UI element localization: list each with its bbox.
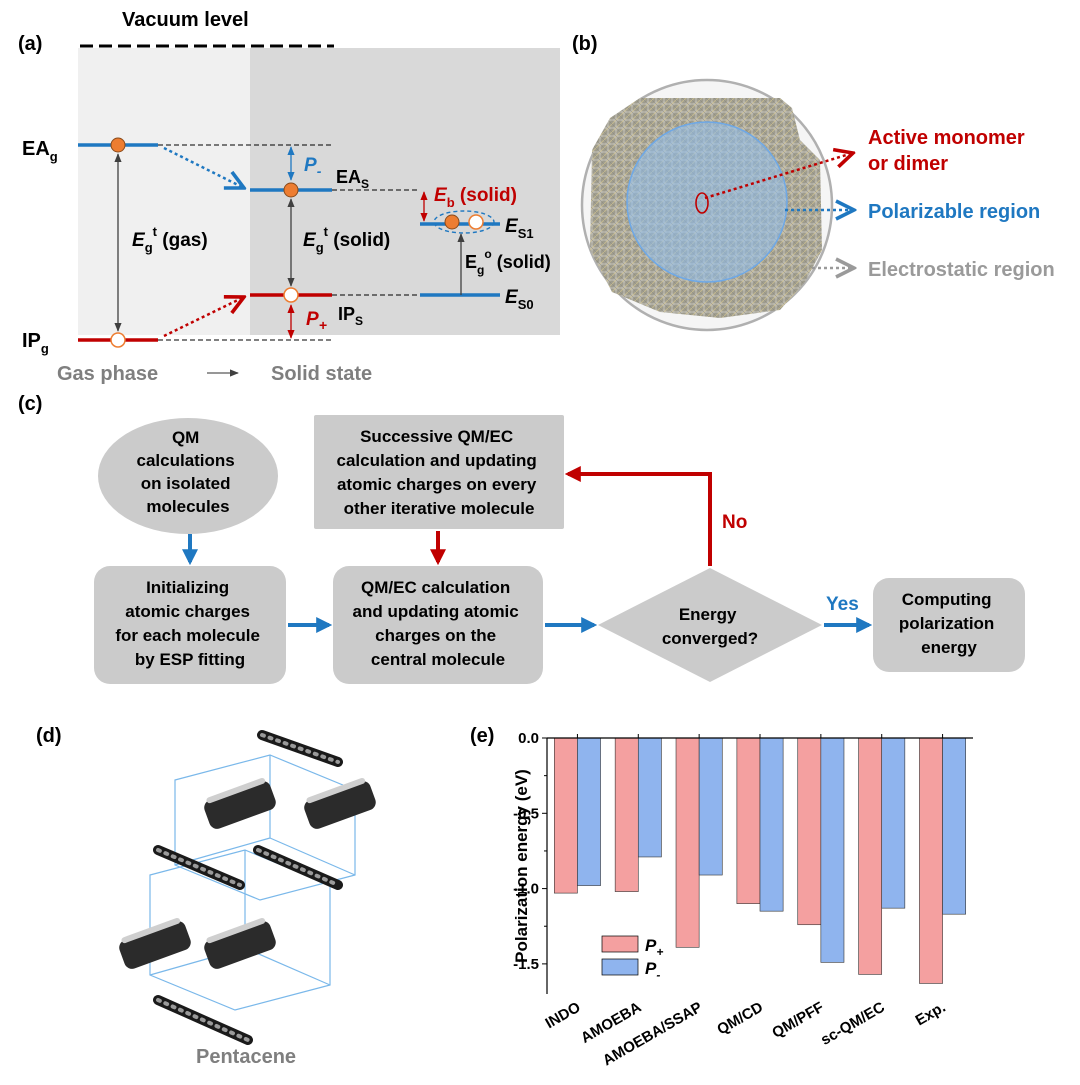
bar-p-minus-4 [820, 737, 845, 963]
successive-text: Successive QM/EC calculation and updatin… [337, 427, 542, 518]
bar-p-plus-5 [858, 737, 883, 975]
computing-node [873, 578, 1025, 672]
bar-p-minus-2 [698, 737, 723, 876]
panel-label-c: (c) [18, 393, 42, 415]
panel-label-d: (d) [36, 725, 62, 747]
electrostatic-label: Electrostatic region [868, 259, 1055, 281]
hole-gas [110, 332, 126, 348]
eg-gas-label: Egt (gas) [132, 224, 208, 255]
x-tick-label: Exp. [913, 999, 949, 1030]
qm-ec-text: QM/EC calculation and updating atomic ch… [353, 578, 524, 669]
bar-p-plus-1 [614, 737, 639, 892]
qm-isolated-node [98, 418, 278, 534]
eb-solid-label: Eb (solid) [434, 185, 517, 210]
ip-g-label: IPg [22, 330, 49, 356]
qm-isolated-text: QM calculations on isolated molecules [137, 428, 240, 516]
chart-legend: P+ P- [601, 935, 663, 982]
bar-p-minus-0 [577, 737, 601, 886]
computing-text: Computing polarization energy [899, 590, 999, 657]
qm-ec-node [333, 566, 543, 684]
active-monomer-marker [695, 192, 709, 214]
panel-label-a: (a) [18, 33, 42, 55]
exciton-ellipse [433, 210, 495, 234]
bar-p-plus-4 [797, 737, 822, 926]
gas-phase-label: Gas phase [57, 363, 158, 385]
pentacene-stacks [119, 777, 376, 969]
bar-p-minus-5 [881, 737, 906, 909]
y-ticks: 0.0 -0.5 -1.0 -1.5 [513, 730, 547, 973]
gas-phase-background [78, 48, 250, 335]
bar-p-plus-2 [675, 737, 700, 948]
bar-p-plus-0 [554, 737, 578, 894]
ego-solid-label: Ego (solid) [465, 247, 551, 277]
exciton-hole [468, 214, 484, 230]
bar-p-minus-3 [759, 737, 784, 912]
eg-solid-label: Egt (solid) [303, 224, 390, 255]
successive-node [314, 415, 564, 529]
y-tick-label: -1.0 [513, 881, 539, 898]
solid-state-label: Solid state [271, 363, 372, 385]
bar-p-minus-1 [637, 737, 662, 858]
y-tick-label: 0.0 [518, 730, 539, 747]
pentacene-caption: Pentacene [196, 1046, 296, 1068]
y-tick-label: -0.5 [513, 805, 539, 822]
chart-bars [554, 737, 966, 984]
x-tick-label: sc-QM/EC [818, 999, 888, 1049]
energy-level-diagram: Vacuum level EAg IPg [22, 9, 560, 385]
converged-text: Energy converged? [662, 605, 758, 648]
bar-p-plus-3 [736, 737, 761, 904]
converged-node [598, 568, 822, 682]
initializing-node [94, 566, 286, 684]
p-plus-label: P+ [306, 309, 327, 333]
legend-label-p-minus: P- [645, 959, 660, 982]
ip-transfer-arrow [163, 297, 244, 338]
es0-label: ES0 [505, 287, 534, 312]
ea-s-label: EAS [336, 167, 369, 191]
polarizable-region [626, 121, 788, 283]
p-minus-label: P- [304, 155, 322, 179]
yes-label: Yes [826, 594, 859, 615]
x-tick-label: QM/CD [714, 999, 766, 1039]
es1-label: ES1 [505, 216, 534, 241]
polarizable-label: Polarizable region [868, 201, 1040, 223]
x-tick-label: INDO [542, 999, 583, 1033]
workflow-flowchart: QM calculations on isolated molecules In… [94, 415, 1025, 684]
flow-arrow-no-loop [564, 466, 712, 566]
legend-label-p-plus: P+ [645, 936, 663, 959]
electron-solid [283, 182, 299, 198]
no-label: No [722, 512, 747, 533]
legend-swatch-p-plus [601, 935, 639, 953]
legend-swatch-p-minus [601, 958, 639, 976]
electron-gas [110, 137, 126, 153]
panel-label-b: (b) [572, 33, 598, 55]
panel-label-e: (e) [470, 725, 494, 747]
active-monomer-arrow [704, 153, 853, 200]
ea-g-label: EAg [22, 138, 58, 164]
y-axis-label: Polarization energy (eV) [512, 769, 531, 963]
y-tick-label: -1.5 [513, 956, 539, 973]
unit-cell-outline [149, 754, 356, 1011]
vacuum-level-label: Vacuum level [122, 9, 249, 31]
ea-transfer-arrow [163, 146, 244, 188]
pentacene-molecules [153, 730, 343, 1045]
initializing-text: Initializing atomic charges for each mol… [115, 578, 264, 669]
bar-p-minus-6 [942, 737, 966, 915]
ip-s-label: IPS [338, 304, 363, 328]
pentacene-crystal: Pentacene [119, 730, 376, 1068]
exciton-electron [444, 214, 460, 230]
bar-p-plus-6 [919, 737, 943, 984]
hole-solid [283, 287, 299, 303]
